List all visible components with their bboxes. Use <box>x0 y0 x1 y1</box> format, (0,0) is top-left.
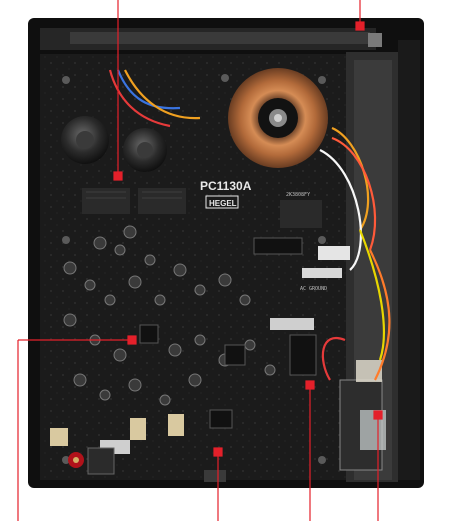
connectors <box>50 246 350 454</box>
callout-marker-5 <box>305 380 315 390</box>
ic-chips <box>139 237 317 429</box>
board-brand-label: HEGEL <box>209 199 237 208</box>
callout-marker-4 <box>213 447 223 457</box>
brand-box <box>205 195 239 209</box>
screw-icon <box>62 74 326 464</box>
ac-ground-label: AC GROUND <box>300 286 327 292</box>
power-inlet <box>339 360 386 471</box>
toroidal-transformer <box>228 68 328 168</box>
board-serial-label: 2K3808FY <box>286 192 310 198</box>
wiring <box>108 69 391 381</box>
callout-marker-2 <box>355 21 365 31</box>
callout-lines <box>17 0 383 521</box>
board-model-label: PC1130A <box>200 179 252 193</box>
small-capacitors <box>63 225 276 406</box>
rca-connectors <box>68 447 226 482</box>
filter-capacitors <box>61 116 167 172</box>
callout-marker-6 <box>373 410 383 420</box>
callout-marker-1 <box>113 171 123 181</box>
callout-marker-3 <box>127 335 137 345</box>
